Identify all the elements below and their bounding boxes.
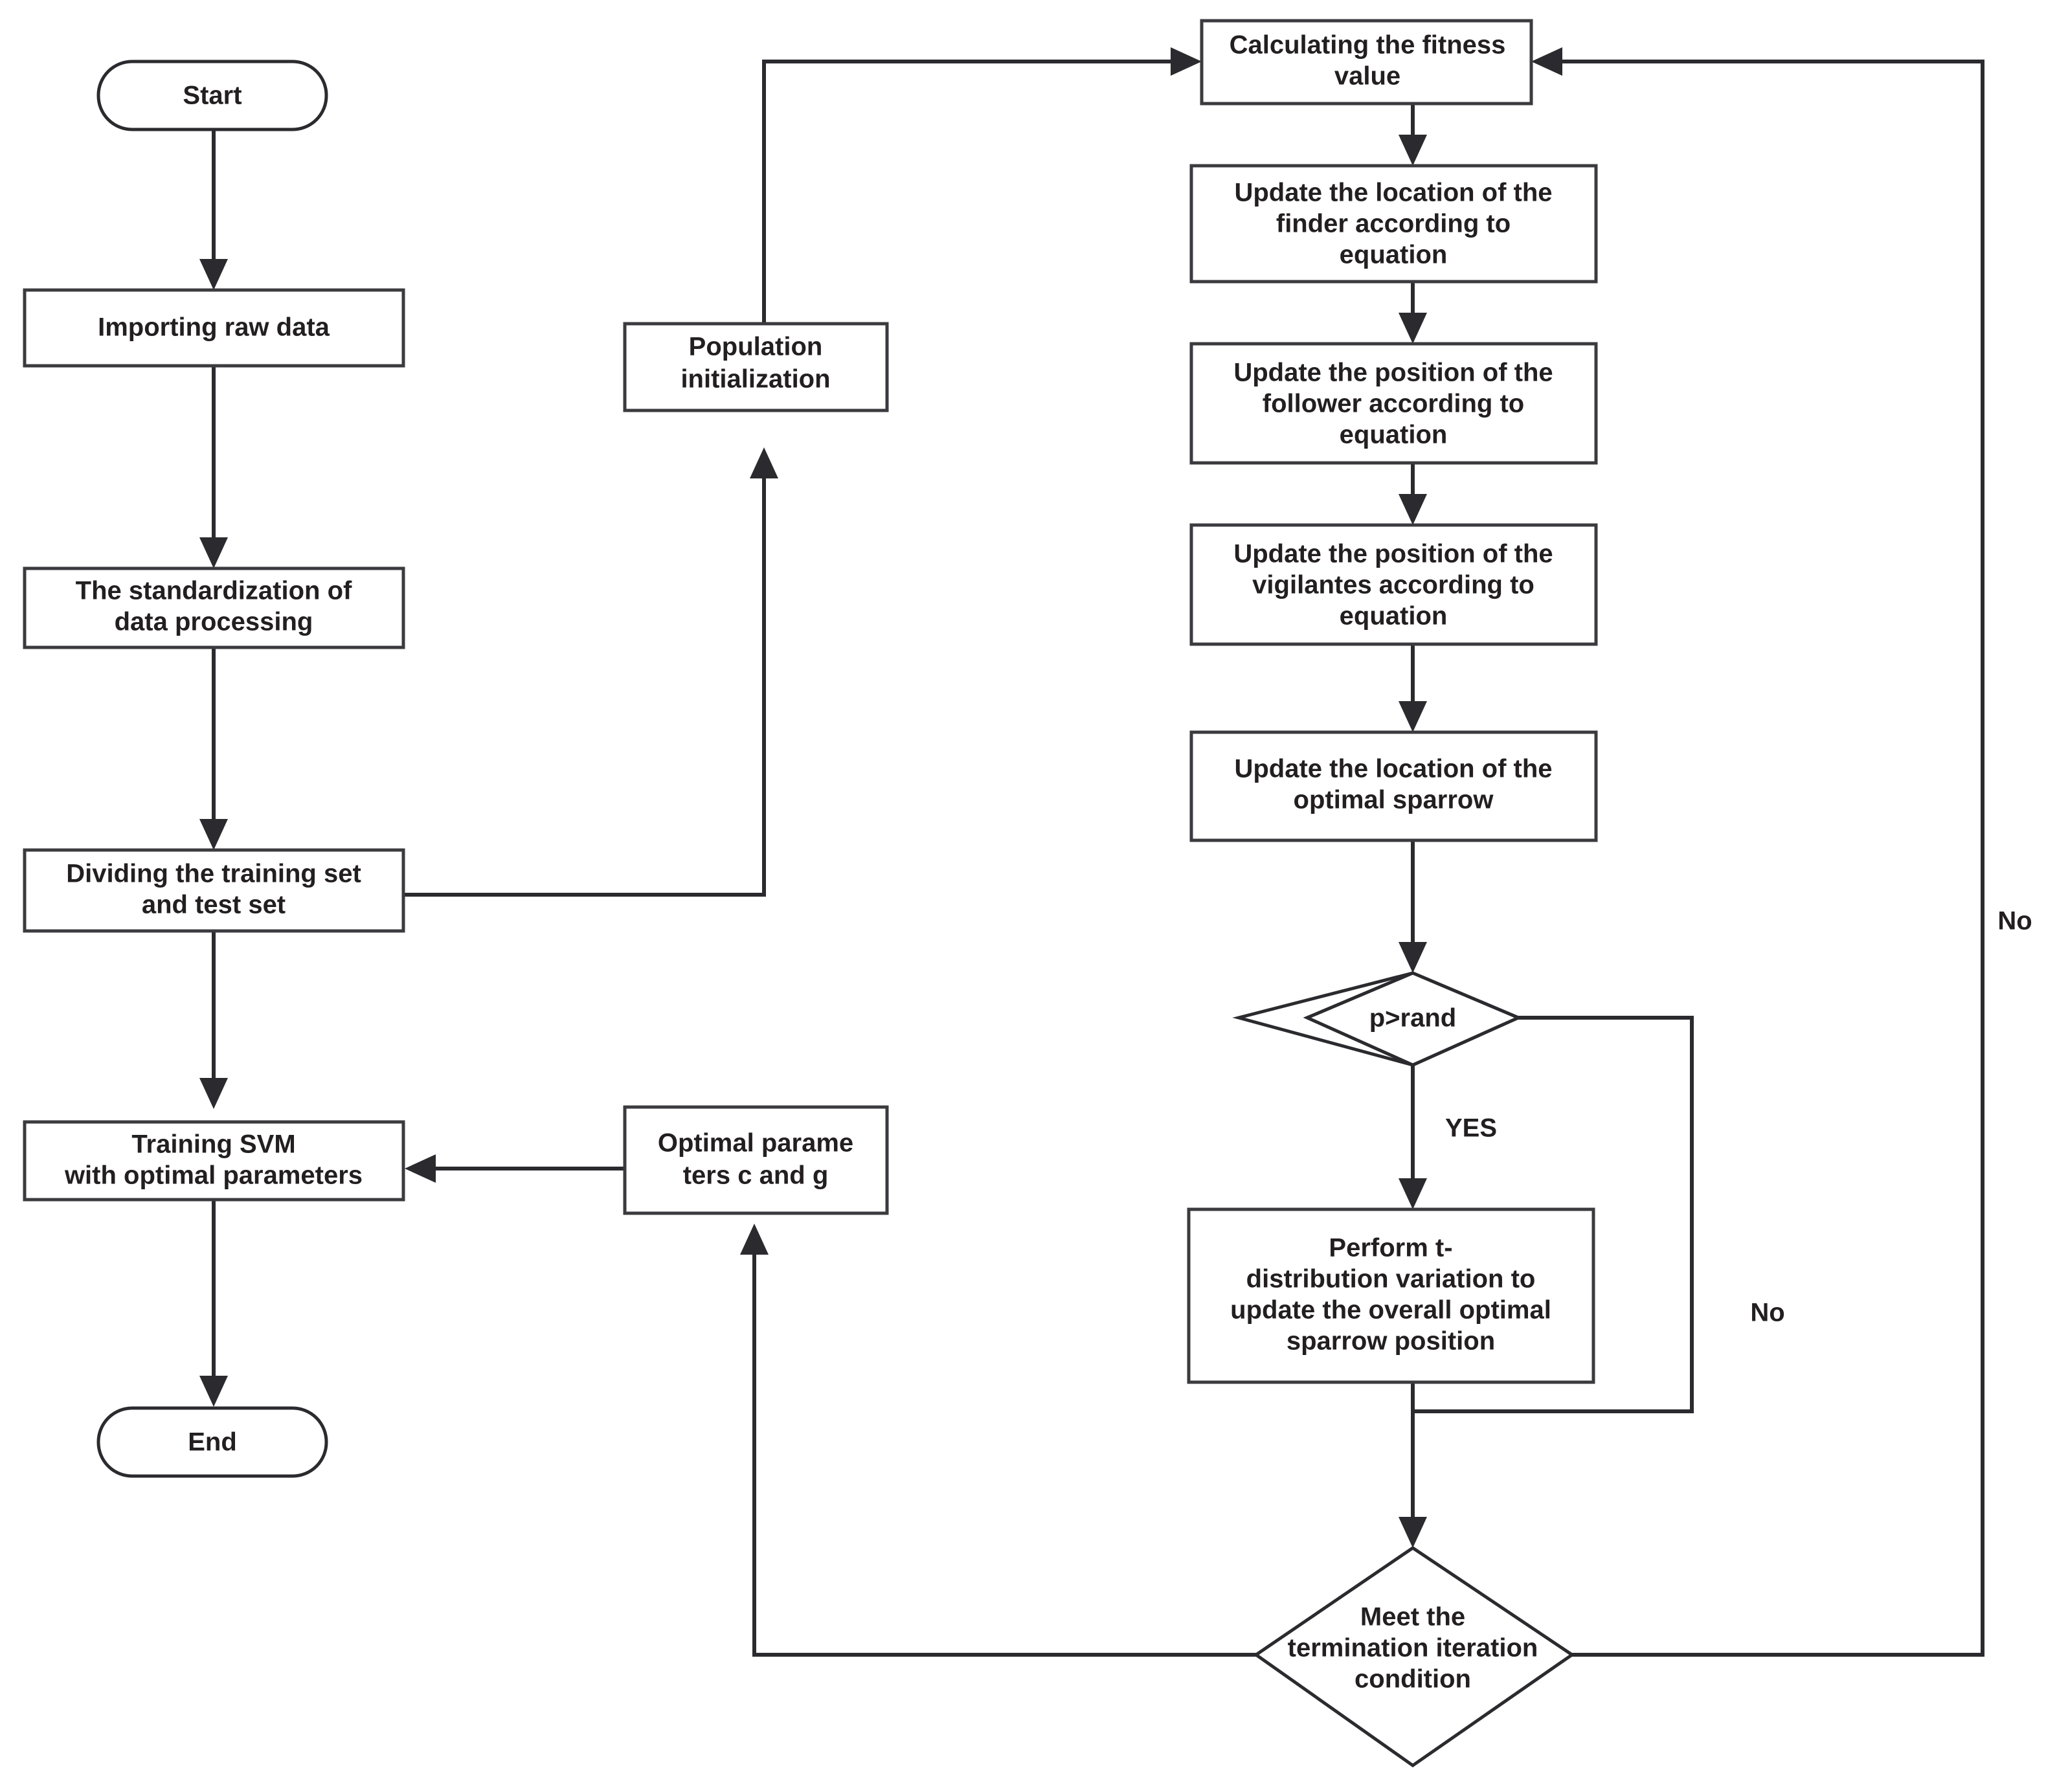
node-t-distribution-line3: update the overall optimal — [1230, 1296, 1551, 1325]
edge-decision-yes-to-tdistribution — [1399, 1065, 1427, 1209]
node-decision-p-gt-rand[interactable]: p>rand — [1232, 971, 1523, 1067]
node-dividing-sets-line2: and test set — [142, 891, 286, 919]
node-update-follower[interactable]: Update the position of the follower acco… — [1189, 342, 1598, 465]
node-t-distribution[interactable]: Perform t- distribution variation to upd… — [1187, 1207, 1595, 1384]
node-standardization-line2: data processing — [115, 608, 313, 636]
node-update-follower-line2: follower according to — [1263, 390, 1524, 418]
node-training-svm[interactable]: Training SVM with optimal parameters — [23, 1120, 405, 1202]
node-end-label: End — [188, 1428, 237, 1457]
edge-fitness-to-update-finder — [1399, 104, 1427, 166]
node-update-follower-line3: equation — [1340, 421, 1448, 449]
node-decision-termination-line3: condition — [1355, 1665, 1471, 1694]
node-dividing-sets[interactable]: Dividing the training set and test set — [23, 848, 405, 933]
node-update-optimal-sparrow-line1: Update the location of the — [1234, 755, 1552, 783]
node-importing-raw-data[interactable]: Importing raw data — [23, 288, 405, 368]
node-update-vigilantes-line1: Update the position of the — [1233, 540, 1553, 568]
node-calculating-fitness-line2: value — [1334, 62, 1400, 91]
edge-termination-no-to-fitness — [1531, 47, 1984, 1657]
node-optimal-parameters-line2: ters c and g — [683, 1161, 829, 1190]
node-decision-termination-line2: termination iteration — [1288, 1634, 1538, 1663]
node-update-finder-line1: Update the location of the — [1234, 179, 1552, 207]
edge-import-to-standardization — [199, 366, 228, 568]
node-optimal-parameters[interactable]: Optimal parame ters c and g — [623, 1105, 889, 1215]
node-decision-termination[interactable]: Meet the termination iteration condition — [1253, 1545, 1575, 1768]
node-update-optimal-sparrow[interactable]: Update the location of the optimal sparr… — [1189, 730, 1598, 842]
edge-tdistribution-to-termination — [1399, 1382, 1427, 1548]
node-standardization[interactable]: The standardization of data processing — [23, 566, 405, 649]
node-update-follower-line1: Update the position of the — [1233, 359, 1553, 387]
edge-update-finder-to-follower — [1399, 282, 1427, 344]
edge-start-to-import — [199, 129, 228, 290]
edge-label-no-prand: No — [1750, 1299, 1784, 1327]
edge-training-to-end — [199, 1200, 228, 1407]
node-optimal-parameters-line1: Optimal parame — [658, 1129, 853, 1158]
node-update-finder-line2: finder according to — [1276, 210, 1511, 238]
node-dividing-sets-line1: Dividing the training set — [66, 860, 361, 888]
edge-termination-yes-to-optimal-params — [740, 1224, 1256, 1657]
node-decision-p-gt-rand-label: p>rand — [1369, 1004, 1456, 1033]
node-update-finder-line3: equation — [1340, 241, 1448, 269]
node-start[interactable]: Start — [96, 60, 328, 131]
node-t-distribution-line4: sparrow position — [1287, 1327, 1495, 1356]
edge-population-init-to-fitness — [762, 47, 1202, 343]
edge-update-follower-to-vigilantes — [1399, 463, 1427, 525]
node-update-optimal-sparrow-line2: optimal sparrow — [1294, 786, 1494, 814]
node-t-distribution-line1: Perform t- — [1329, 1234, 1452, 1262]
edge-optimal-sparrow-to-decision — [1399, 840, 1427, 973]
edge-label-no-termination: No — [1997, 907, 2032, 935]
edge-divide-to-training — [199, 931, 228, 1109]
edge-divide-to-population-init — [403, 447, 778, 897]
node-calculating-fitness[interactable]: Calculating the fitness value — [1200, 19, 1533, 106]
node-importing-raw-data-label: Importing raw data — [98, 313, 330, 342]
edge-label-yes: YES — [1445, 1114, 1497, 1143]
node-training-svm-line2: with optimal parameters — [64, 1161, 363, 1190]
node-standardization-line1: The standardization of — [76, 577, 352, 605]
edge-optimal-params-to-training — [405, 1154, 625, 1183]
node-decision-termination-line1: Meet the — [1360, 1603, 1465, 1631]
node-population-initialization-line2: initialization — [680, 365, 830, 394]
node-update-vigilantes-line3: equation — [1340, 602, 1448, 631]
node-update-vigilantes[interactable]: Update the position of the vigilantes ac… — [1189, 523, 1598, 646]
edge-update-vigilantes-to-optimal-sparrow — [1399, 644, 1427, 732]
node-update-vigilantes-line2: vigilantes according to — [1252, 571, 1534, 599]
node-population-initialization[interactable]: Population initialization — [623, 322, 889, 412]
node-end[interactable]: End — [96, 1406, 328, 1478]
node-population-initialization-line1: Population — [689, 333, 823, 361]
node-calculating-fitness-line1: Calculating the fitness — [1230, 31, 1506, 60]
edge-decision-no-loop — [1413, 1016, 1694, 1413]
node-training-svm-line1: Training SVM — [131, 1130, 295, 1159]
node-update-finder[interactable]: Update the location of the finder accord… — [1189, 164, 1598, 284]
node-start-label: Start — [183, 82, 242, 110]
edge-standardization-to-divide — [199, 647, 228, 850]
node-t-distribution-line2: distribution variation to — [1246, 1265, 1536, 1294]
